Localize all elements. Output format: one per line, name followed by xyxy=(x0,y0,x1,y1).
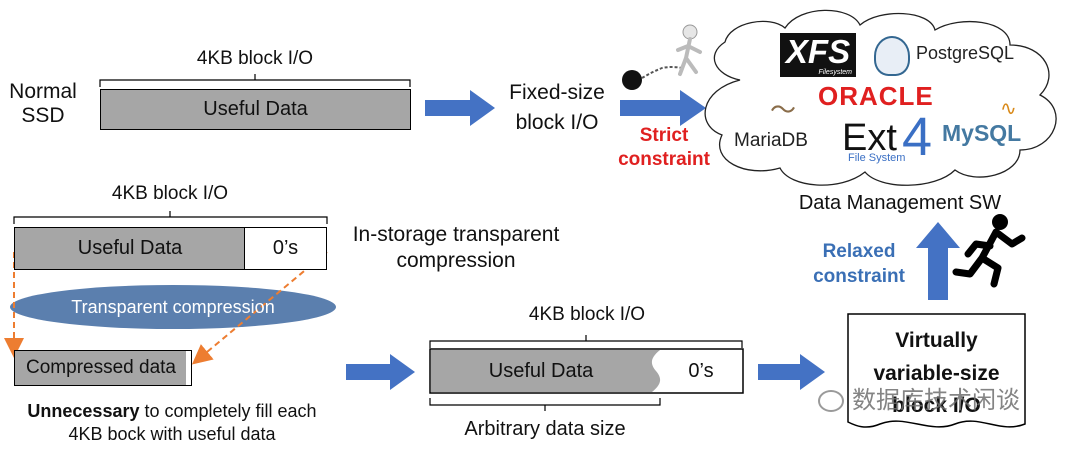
strict-line2: constraint xyxy=(618,148,710,170)
mid-block-caption: 4KB block I/O xyxy=(528,304,646,325)
postgres-elephant-icon xyxy=(874,36,910,76)
mid-block-gray xyxy=(431,350,661,392)
unnecessary-text: Unnecessary to completely fill each 4KB … xyxy=(0,400,344,447)
unnecessary-line1: Unnecessary to completely fill each xyxy=(0,400,344,423)
top-block-label: Useful Data xyxy=(203,98,308,120)
left-block-label: Useful Data xyxy=(77,237,183,259)
normal-ssd-label: Normal SSD xyxy=(4,80,82,128)
watermark-text: 数据库技术闲谈 xyxy=(852,387,1020,414)
relaxed-line2: constraint xyxy=(813,265,905,287)
ext4-logo-sub: File System xyxy=(848,152,906,164)
compressed-data-label: Compressed data xyxy=(26,357,176,378)
arrow-to-virtual xyxy=(758,354,825,390)
mariadb-logo-text: MariaDB xyxy=(734,130,808,151)
virtual-box-shape xyxy=(847,313,1026,428)
arrow-to-cloud xyxy=(620,90,706,126)
fixed-size-line1: Fixed-size xyxy=(509,81,605,104)
left-block-useful xyxy=(14,227,246,270)
virtual-line2: variable-size xyxy=(873,361,1000,385)
relaxed-constraint-label: Relaxed constraint xyxy=(800,240,918,289)
xfs-logo-sub: Filesystem xyxy=(818,69,852,76)
transparent-compression-ellipse xyxy=(10,285,336,329)
fixed-size-label: Fixed-size block I/O xyxy=(498,78,616,139)
mid-brace-bottom xyxy=(429,398,661,411)
mid-brace-top xyxy=(429,335,743,348)
unnecessary-bold: Unnecessary xyxy=(27,401,140,421)
xfs-logo: XFS Filesystem xyxy=(780,33,856,77)
left-block-zeros xyxy=(244,227,327,270)
left-block-zeros-label: 0’s xyxy=(272,237,299,259)
mid-block-zeros-label: 0’s xyxy=(688,359,714,382)
ext4-logo-number: 4 xyxy=(902,107,933,167)
arbitrary-size-label: Arbitrary data size xyxy=(464,418,626,440)
top-brace xyxy=(99,74,411,87)
relaxed-line1: Relaxed xyxy=(822,241,896,262)
dash-arrow-right xyxy=(191,251,328,365)
virtual-box-text: Virtually variable-size block I/O xyxy=(848,325,1025,423)
arrow-up xyxy=(916,222,960,300)
normal-ssd-line2: SSD xyxy=(21,104,65,128)
fixed-size-line2: block I/O xyxy=(515,111,599,135)
oracle-logo-text: ORACLE xyxy=(818,81,934,111)
in-storage-line1: In-storage transparent xyxy=(352,223,560,246)
postgres-logo-text: PostgreSQL xyxy=(916,43,1015,63)
xfs-logo-text: XFS xyxy=(785,33,851,70)
unnecessary-rest: to completely fill each xyxy=(139,401,317,421)
virtual-line3: block I/O xyxy=(892,394,981,418)
mariadb-seal-icon: 〜 xyxy=(770,95,797,125)
left-block-caption: 4KB block I/O xyxy=(111,183,229,204)
in-storage-label: In-storage transparent compression xyxy=(340,222,572,275)
ext4-logo-text: Ext xyxy=(842,117,897,159)
mid-block-outline xyxy=(429,348,744,394)
strict-constraint-label: Strict constraint xyxy=(608,124,720,172)
data-management-sw-label: Data Management SW xyxy=(798,192,1002,214)
mid-block-label: Useful Data xyxy=(488,359,594,382)
virtual-line1: Virtually xyxy=(895,329,978,352)
left-brace xyxy=(13,211,328,224)
compressed-data-block xyxy=(14,350,188,386)
arrow-top-right xyxy=(425,90,495,126)
in-storage-line2: compression xyxy=(396,249,516,273)
mysql-dolphin-icon: ∿ xyxy=(1000,98,1017,120)
arrow-mid-left xyxy=(346,354,415,390)
compressed-data-tail xyxy=(186,350,192,386)
ball-chain-icon xyxy=(622,24,702,90)
ellipse-label: Transparent compression xyxy=(71,296,275,317)
normal-ssd-line1: Normal xyxy=(9,80,77,103)
top-block xyxy=(100,89,411,130)
strict-line1: Strict xyxy=(639,125,689,146)
top-block-caption: 4KB block I/O xyxy=(196,48,314,69)
mysql-logo-text: MySQL xyxy=(942,120,1022,146)
runner-icon xyxy=(952,214,1026,288)
wechat-icon xyxy=(818,390,844,412)
unnecessary-line2: 4KB bock with useful data xyxy=(68,424,276,445)
